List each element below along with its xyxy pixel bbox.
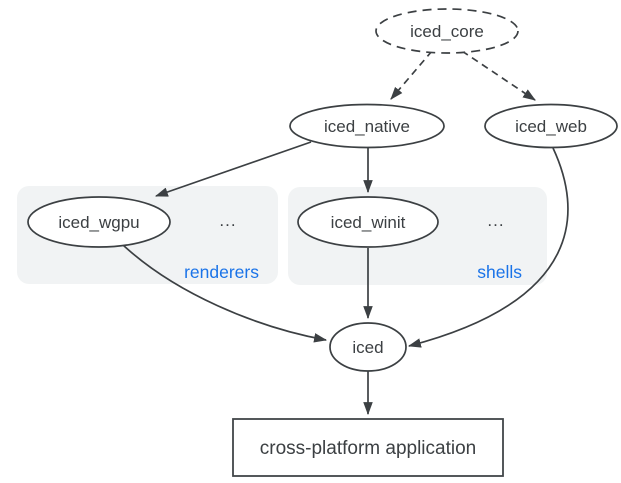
edge-iced-wgpu-to-iced	[122, 244, 328, 343]
node-iced-native	[289, 103, 445, 149]
node-iced-core	[375, 8, 519, 54]
edge-iced-core-to-iced-native	[390, 50, 433, 100]
edge-iced-web-to-iced	[407, 147, 569, 348]
node-iced-winit	[297, 196, 439, 248]
node-application	[232, 418, 504, 477]
group-shells-ellipsis: ...	[487, 211, 504, 230]
node-iced	[329, 322, 407, 372]
node-iced-web-label: iced_web	[515, 117, 587, 136]
group-shells-label: shells	[477, 262, 522, 282]
group-renderers-label: renderers	[184, 262, 259, 282]
node-iced-native-label: iced_native	[324, 117, 410, 136]
node-iced-label: iced	[352, 338, 383, 357]
edge-iced-native-to-iced-wgpu	[154, 141, 312, 197]
node-iced-web	[484, 103, 618, 149]
node-iced-winit-label: iced_winit	[331, 213, 406, 232]
node-iced-wgpu-label: iced_wgpu	[58, 213, 139, 232]
group-renderers-ellipsis: ...	[219, 211, 236, 230]
edge-iced-core-to-iced-web	[461, 50, 536, 101]
node-iced-core-label: iced_core	[410, 22, 484, 41]
node-iced-wgpu	[27, 196, 171, 248]
node-application-label: cross-platform application	[260, 438, 476, 459]
